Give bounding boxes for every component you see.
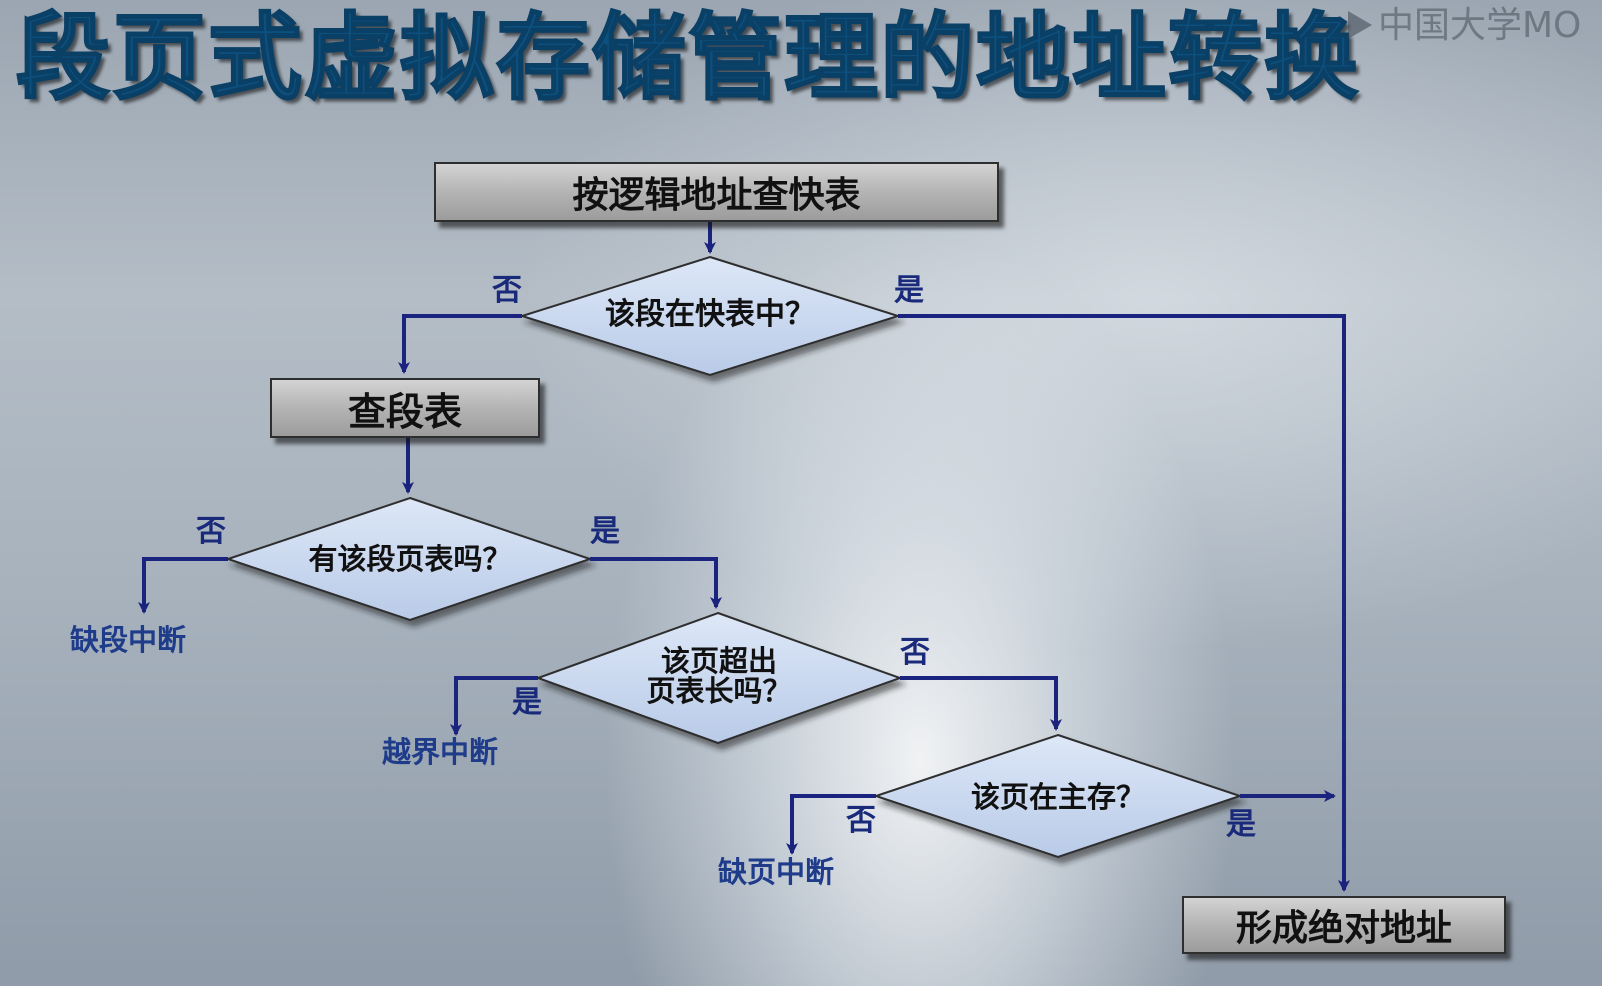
arrow-inmemory-no-to-pagefault <box>786 794 876 855</box>
arrow-pagelen-no-to-inmemory <box>900 676 1062 731</box>
no-label-in-memory: 否 <box>846 803 876 838</box>
yes-label-page-table: 是 <box>590 514 620 549</box>
start-box: 按逻辑地址查快表 <box>434 162 999 222</box>
arrow-pagelen-yes-to-bounds <box>450 676 538 736</box>
yes-label-page-length: 是 <box>512 685 542 720</box>
decision-page-length-text-line1: 该页超出 <box>660 644 777 678</box>
decision-page-length-diamond <box>535 611 903 745</box>
slide-title: 段页式虚拟存储管理的地址转换 <box>15 3 1361 114</box>
decision-tlb-text: 该段在快表中？ <box>605 297 815 332</box>
decision-page-length-text-line2: 页表长吗？ <box>646 674 792 708</box>
out-of-bounds-interrupt: 越界中断 <box>382 735 499 769</box>
play-icon <box>1348 11 1372 39</box>
segment-table-box: 查段表 <box>270 378 540 438</box>
decision-tlb-diamond <box>518 255 902 377</box>
page-fault-interrupt: 缺页中断 <box>718 855 835 889</box>
arrow-tlb-no-to-segtable <box>398 314 522 374</box>
watermark-text: 中国大学MO <box>1378 5 1582 46</box>
decision-page-table-text: 有该段页表吗？ <box>308 542 512 576</box>
watermark: 中国大学MO <box>1348 6 1581 46</box>
yes-label-tlb: 是 <box>894 273 924 308</box>
final-address-box: 形成绝对地址 <box>1182 896 1506 954</box>
no-label-page-length: 否 <box>900 635 930 670</box>
no-label-tlb: 否 <box>492 273 522 308</box>
arrow-tlb-yes-to-final <box>898 314 1350 892</box>
segment-fault-interrupt: 缺段中断 <box>70 623 187 657</box>
decision-page-table-diamond <box>224 496 594 622</box>
arrow-pagetable-yes-to-pagelen <box>590 557 722 609</box>
arrow-pagetable-no-to-segfault <box>138 557 228 614</box>
yes-label-in-memory: 是 <box>1226 807 1256 842</box>
no-label-page-table: 否 <box>196 514 226 549</box>
decision-in-memory-diamond <box>872 733 1244 859</box>
decision-in-memory-text: 该页在主存？ <box>970 780 1145 814</box>
